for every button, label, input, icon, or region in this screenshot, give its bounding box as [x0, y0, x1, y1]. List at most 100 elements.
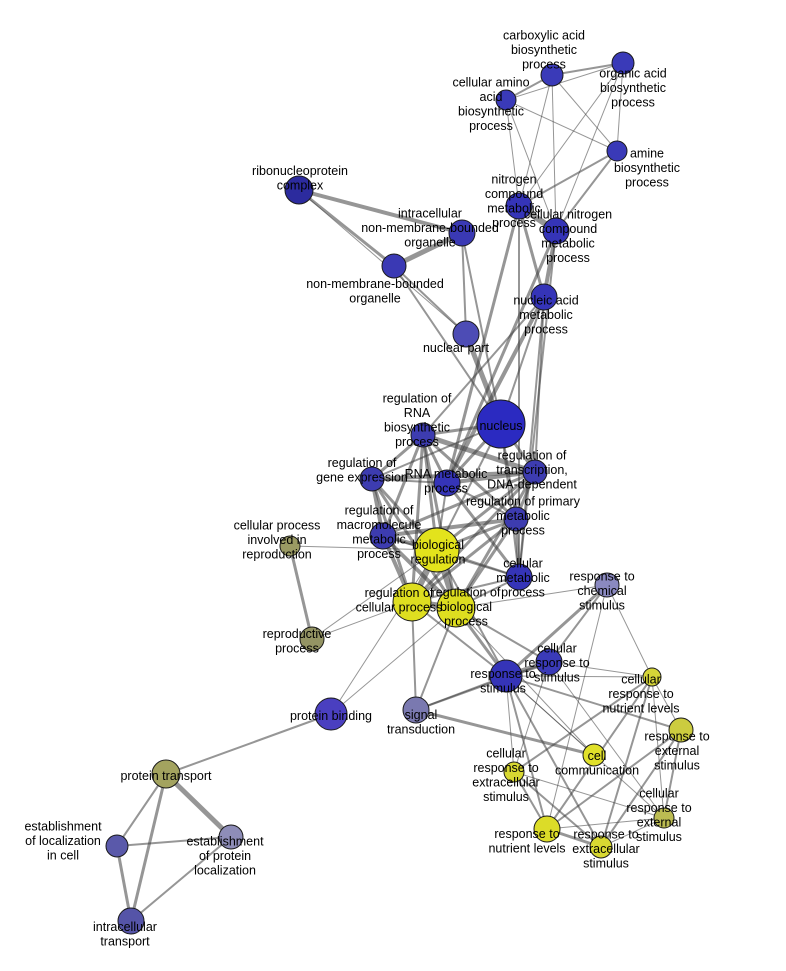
graph-node-label-line: process	[611, 96, 655, 110]
graph-node-regulation_of_cellular_process[interactable]	[392, 582, 432, 622]
graph-node-cell_communication[interactable]	[582, 743, 606, 767]
graph-node-regulation_of_gene_expression[interactable]	[359, 466, 385, 492]
graph-node-label-line: stimulus	[483, 790, 529, 804]
graph-edge-regulation_of_transcription_dna_dependent--rna_metabolic_process	[445, 470, 537, 485]
graph-edge-regulation_of_macromolecule_metabolic_process--regulation_of_primary_metabolic_process	[381, 517, 518, 538]
graph-edge-response_to_chemical_stimulus--regulation_of_biological_process	[455, 584, 608, 609]
graph-edge-cellular_response_to_stimulus--cellular_response_to_extracellular_stimulus	[513, 661, 550, 773]
graph-node-amine_biosynthetic_process[interactable]	[606, 140, 628, 162]
graph-node-response_to_external_stimulus[interactable]	[668, 717, 694, 743]
graph-edge-response_to_chemical_stimulus--response_to_nutrient_levels	[546, 584, 608, 830]
graph-node-label-line: nitrogen	[491, 172, 536, 186]
graph-node-nucleic_acid_metabolic_process[interactable]	[530, 283, 558, 311]
graph-node-reproductive_process[interactable]	[299, 626, 325, 652]
graph-node-label-line: response to	[494, 827, 559, 841]
graph-edge-cellular_response_to_stimulus--response_to_chemical_stimulus	[548, 584, 608, 663]
graph-edge-signal_transduction--cellular_response_to_stimulus	[415, 661, 550, 711]
graph-node-nitrogen_compound_metabolic_process[interactable]	[505, 192, 533, 220]
graph-edge-non_membrane_bounded_organelle--nucleus	[393, 265, 502, 425]
graph-node-non_membrane_bounded_organelle[interactable]	[381, 253, 407, 279]
graph-node-label-line: biosynthetic	[458, 104, 524, 118]
graph-node-label-line: establishment	[186, 835, 264, 849]
graph-edge-cellular_response_to_nutrient_levels--cellular_response_to_external_stimulus	[651, 676, 665, 819]
graph-node-establishment_of_localization_in_cell[interactable]	[105, 834, 129, 858]
graph-node-signal_transduction[interactable]	[402, 696, 430, 724]
graph-node-label-protein_transport: protein transport	[120, 769, 212, 783]
graph-node-nucleus[interactable]	[476, 399, 526, 449]
graph-edge-regulation_of_rna_biosynthetic_process--regulation_of_transcription_dna_dependent	[420, 432, 538, 475]
graph-node-cellular_response_to_stimulus[interactable]	[535, 648, 563, 676]
graph-node-intracellular_non_membrane_bounded_organelle[interactable]	[448, 219, 476, 247]
graph-node-label-line: process	[424, 481, 468, 495]
graph-edge-response_to_stimulus--response_to_chemical_stimulus	[504, 583, 609, 678]
graph-node-cellular_response_to_nutrient_levels[interactable]	[642, 667, 662, 687]
graph-edge-cell_communication--regulation_of_biological_process	[455, 607, 595, 756]
graph-node-carboxylic_acid_biosynthetic_process[interactable]	[540, 63, 564, 87]
graph-edge-organic_acid_biosynthetic_process--nitrogen_compound_metabolic_process	[518, 62, 624, 207]
graph-node-biological_regulation[interactable]	[414, 527, 460, 573]
graph-node-cellular_response_to_extracellular_stimulus[interactable]	[503, 761, 525, 783]
graph-node-organic_acid_biosynthetic_process[interactable]	[611, 51, 635, 75]
graph-node-label-line: carboxylic acid	[503, 29, 585, 43]
graph-node-response_to_chemical_stimulus[interactable]	[594, 572, 620, 598]
graph-node-label-line: of localization	[25, 834, 101, 848]
graph-edge-organic_acid_biosynthetic_process--amine_biosynthetic_process	[616, 62, 624, 152]
graph-node-label-line: biosynthetic	[614, 161, 680, 175]
graph-edge-protein_binding--regulation_of_biological_process	[330, 607, 457, 715]
graph-node-label-line: process	[395, 435, 439, 449]
graph-node-response_to_stimulus[interactable]	[489, 659, 523, 693]
graph-edge-nucleic_acid_metabolic_process--regulation_of_transcription_dna_dependent	[534, 296, 545, 473]
graph-node-label-line: response to	[569, 570, 634, 584]
graph-edge-protein_transport--establishment_of_protein_localization	[163, 771, 234, 840]
graph-node-ribonucleoprotein_complex[interactable]	[284, 175, 314, 205]
graph-node-label-line: cellular nitrogen	[524, 207, 612, 221]
graph-node-label-line: cellular	[503, 557, 543, 571]
graph-node-regulation_of_biological_process[interactable]	[436, 588, 476, 628]
graph-node-label-line: chemical	[577, 584, 626, 598]
graph-node-intracellular_transport[interactable]	[117, 907, 145, 935]
graph-edge-intracellular_non_membrane_bounded_organelle--nucleus	[461, 232, 502, 425]
graph-node-protein_binding[interactable]	[314, 697, 348, 731]
graph-node-label-line: process	[469, 119, 513, 133]
graph-node-regulation_of_macromolecule_metabolic_process[interactable]	[369, 522, 397, 550]
graph-node-response_to_extracellular_stimulus[interactable]	[589, 835, 613, 859]
graph-node-rna_metabolic_process[interactable]	[433, 469, 461, 497]
graph-node-label-line: process	[522, 58, 566, 72]
graph-edge-organic_acid_biosynthetic_process--cellular_nitrogen_compound_metabolic_process	[555, 62, 624, 232]
graph-node-label-line: stimulus	[579, 599, 625, 613]
graph-node-label-line: response to	[573, 828, 638, 842]
graph-node-label-line: regulation of	[328, 456, 397, 470]
graph-node-response_to_nutrient_levels[interactable]	[533, 815, 561, 843]
graph-node-protein_transport[interactable]	[151, 759, 181, 789]
graph-node-cellular_response_to_external_stimulus[interactable]	[653, 807, 675, 829]
graph-node-cellular_metabolic_process[interactable]	[505, 563, 533, 591]
graph-node-label-line: reproductive	[263, 627, 332, 641]
graph-node-establishment_of_protein_localization[interactable]	[218, 824, 244, 850]
graph-node-label-line: metabolic	[496, 509, 550, 523]
graph-node-cellular_amino_acid_biosynthetic_process[interactable]	[495, 89, 517, 111]
graph-node-regulation_of_transcription_dna_dependent[interactable]	[522, 459, 548, 485]
graph-edge-organic_acid_biosynthetic_process--cellular_amino_acid_biosynthetic_process	[505, 62, 624, 101]
graph-node-label-line: nutrient levels	[602, 702, 679, 716]
graph-node-label-line: non-membrane-bounded	[361, 221, 499, 235]
graph-node-nuclear_part[interactable]	[452, 320, 480, 348]
graph-node-cellular_nitrogen_compound_metabolic_process[interactable]	[542, 217, 570, 245]
graph-node-regulation_of_primary_metabolic_process[interactable]	[503, 506, 529, 532]
graph-node-label-line: cellular process	[356, 600, 443, 614]
graph-node-regulation_of_rna_biosynthetic_process[interactable]	[410, 422, 436, 448]
graph-node-label-line: process	[501, 586, 545, 600]
graph-node-cellular_process_involved_in_reproduction[interactable]	[279, 535, 301, 557]
